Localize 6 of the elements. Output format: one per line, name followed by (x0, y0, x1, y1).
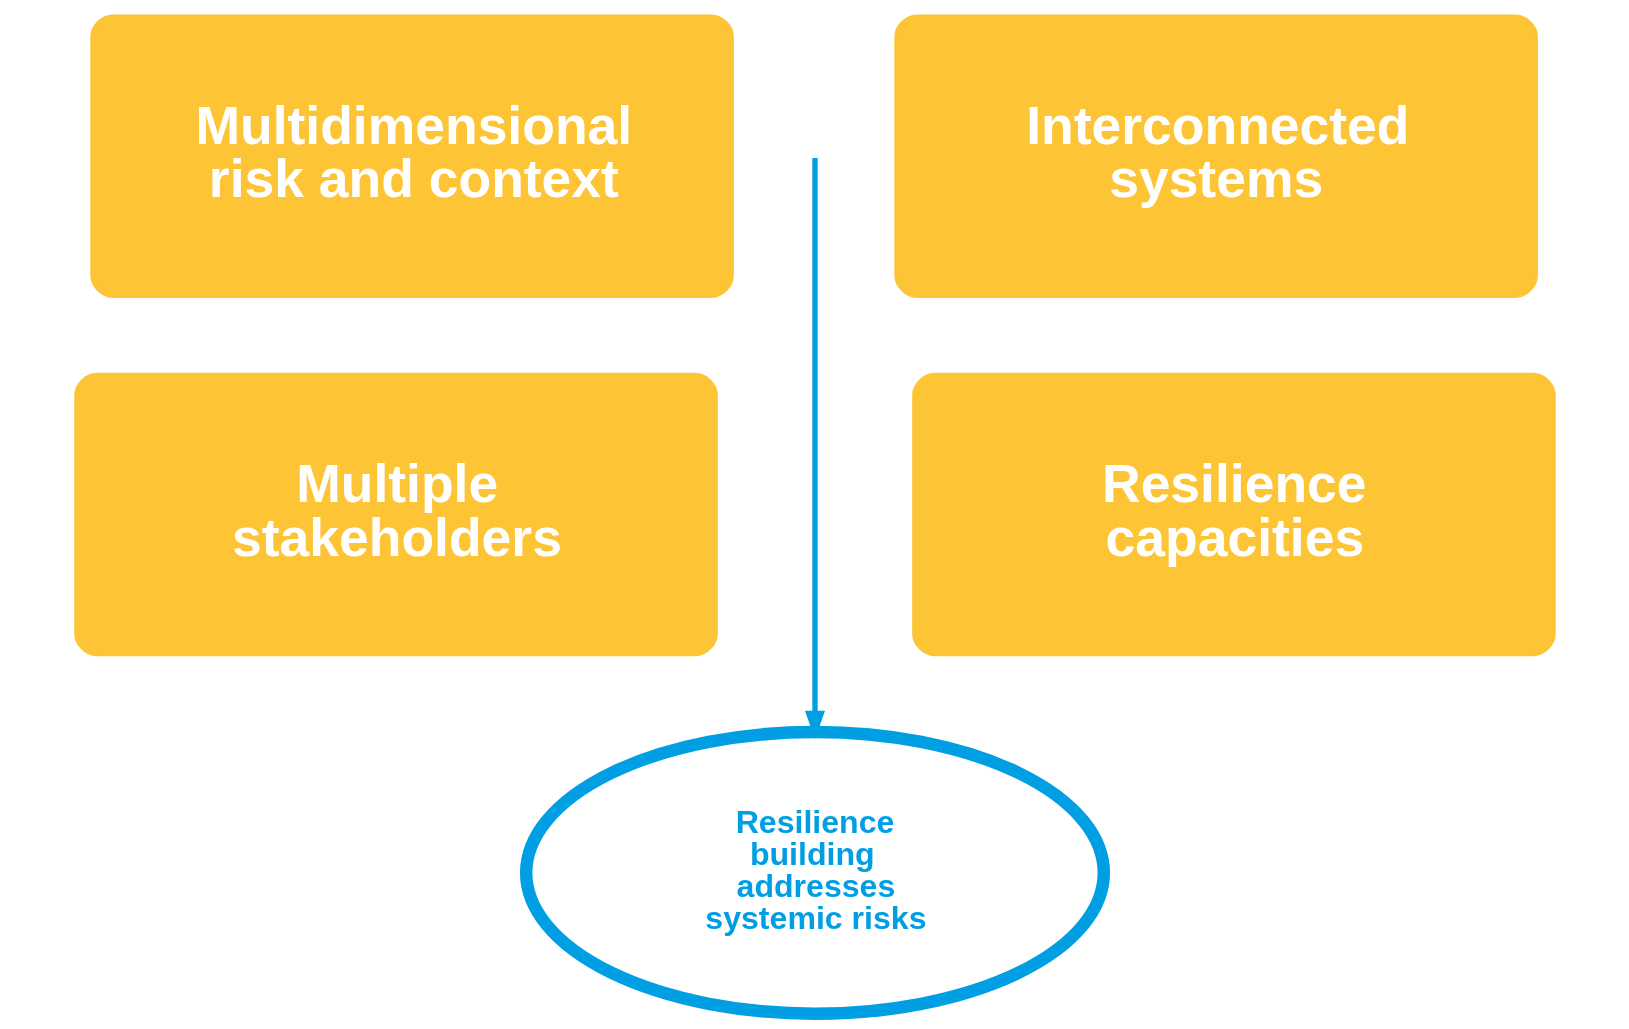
node-box: Multidimensional risk and context (89, 14, 734, 298)
node-box: Interconnected systems (893, 14, 1538, 298)
node-ellipse: Resilience building addresses systemic risks (519, 725, 1110, 1020)
arrow (804, 158, 825, 740)
node-box: Resilience capacities (911, 372, 1556, 657)
node-box: Multiple stakeholders (73, 372, 718, 657)
